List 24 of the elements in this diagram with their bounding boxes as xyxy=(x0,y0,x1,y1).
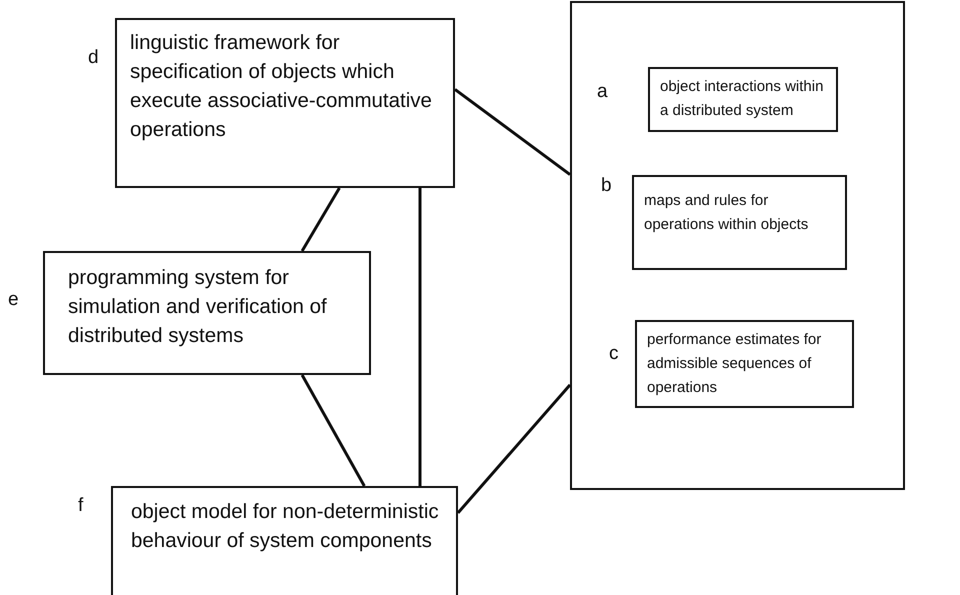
item-letter: f xyxy=(78,494,84,518)
box-text: programming system for simulation and verification of distributed systems xyxy=(68,265,328,349)
item-letter: b xyxy=(601,174,612,198)
connector-line xyxy=(456,384,572,514)
item-letter: a xyxy=(597,80,608,104)
text-box xyxy=(632,175,847,270)
text-box xyxy=(111,486,458,595)
connector-line xyxy=(454,88,571,176)
text-box xyxy=(648,67,838,132)
box-text: object interactions within a distributed system xyxy=(660,77,824,121)
box-text: object model for non-deterministic behaviour of system components xyxy=(131,499,440,554)
connector-line xyxy=(418,188,422,486)
connector-line xyxy=(300,187,341,252)
text-box xyxy=(43,251,371,375)
item-letter: e xyxy=(8,288,19,312)
box-text: linguistic framework for specification of objects which execute associative-commutative operations xyxy=(130,30,433,143)
text-box xyxy=(115,18,455,188)
box-frame xyxy=(570,1,905,490)
text-box xyxy=(635,320,854,408)
item-letter: d xyxy=(88,46,99,70)
item-letter: c xyxy=(609,342,618,366)
box-text: maps and rules for operations within objects xyxy=(644,191,810,235)
box-text: performance estimates for admissible sequences of operations xyxy=(647,330,822,398)
connector-line xyxy=(300,374,366,487)
